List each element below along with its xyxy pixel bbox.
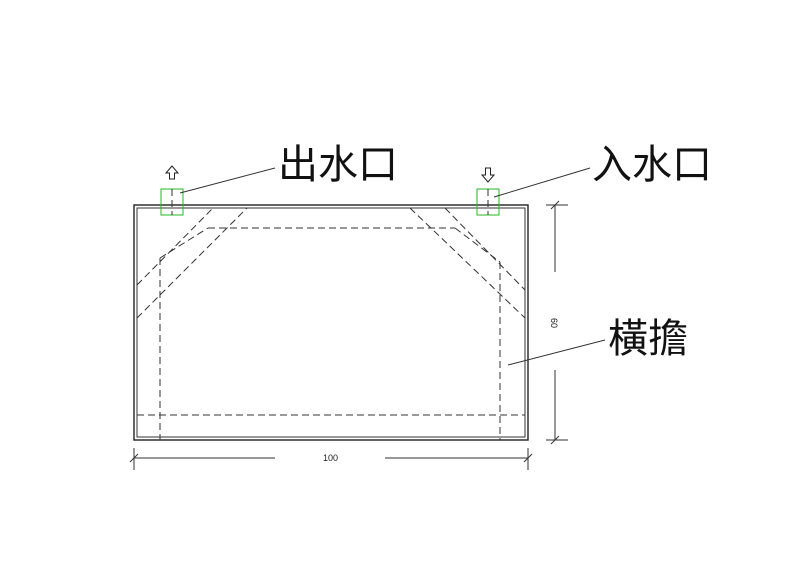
outlet-port (160, 188, 184, 216)
outlet-leader (179, 167, 276, 194)
arrow-up-icon (164, 165, 180, 180)
height-dimension: 60 (546, 200, 568, 445)
tank-frame (133, 204, 529, 441)
crossbeam-label: 橫擔 (608, 316, 688, 362)
inlet-leader (493, 167, 591, 198)
arrow-down-icon (480, 167, 496, 183)
width-dimension: 100 (129, 448, 533, 470)
crossbeam-leader (507, 339, 606, 366)
height-value: 60 (549, 318, 559, 328)
inlet-port (476, 188, 500, 216)
outlet-label: 出水口 (278, 142, 398, 188)
width-value: 100 (323, 453, 338, 463)
internal-structure (136, 207, 526, 440)
inlet-label: 入水口 (592, 142, 712, 188)
